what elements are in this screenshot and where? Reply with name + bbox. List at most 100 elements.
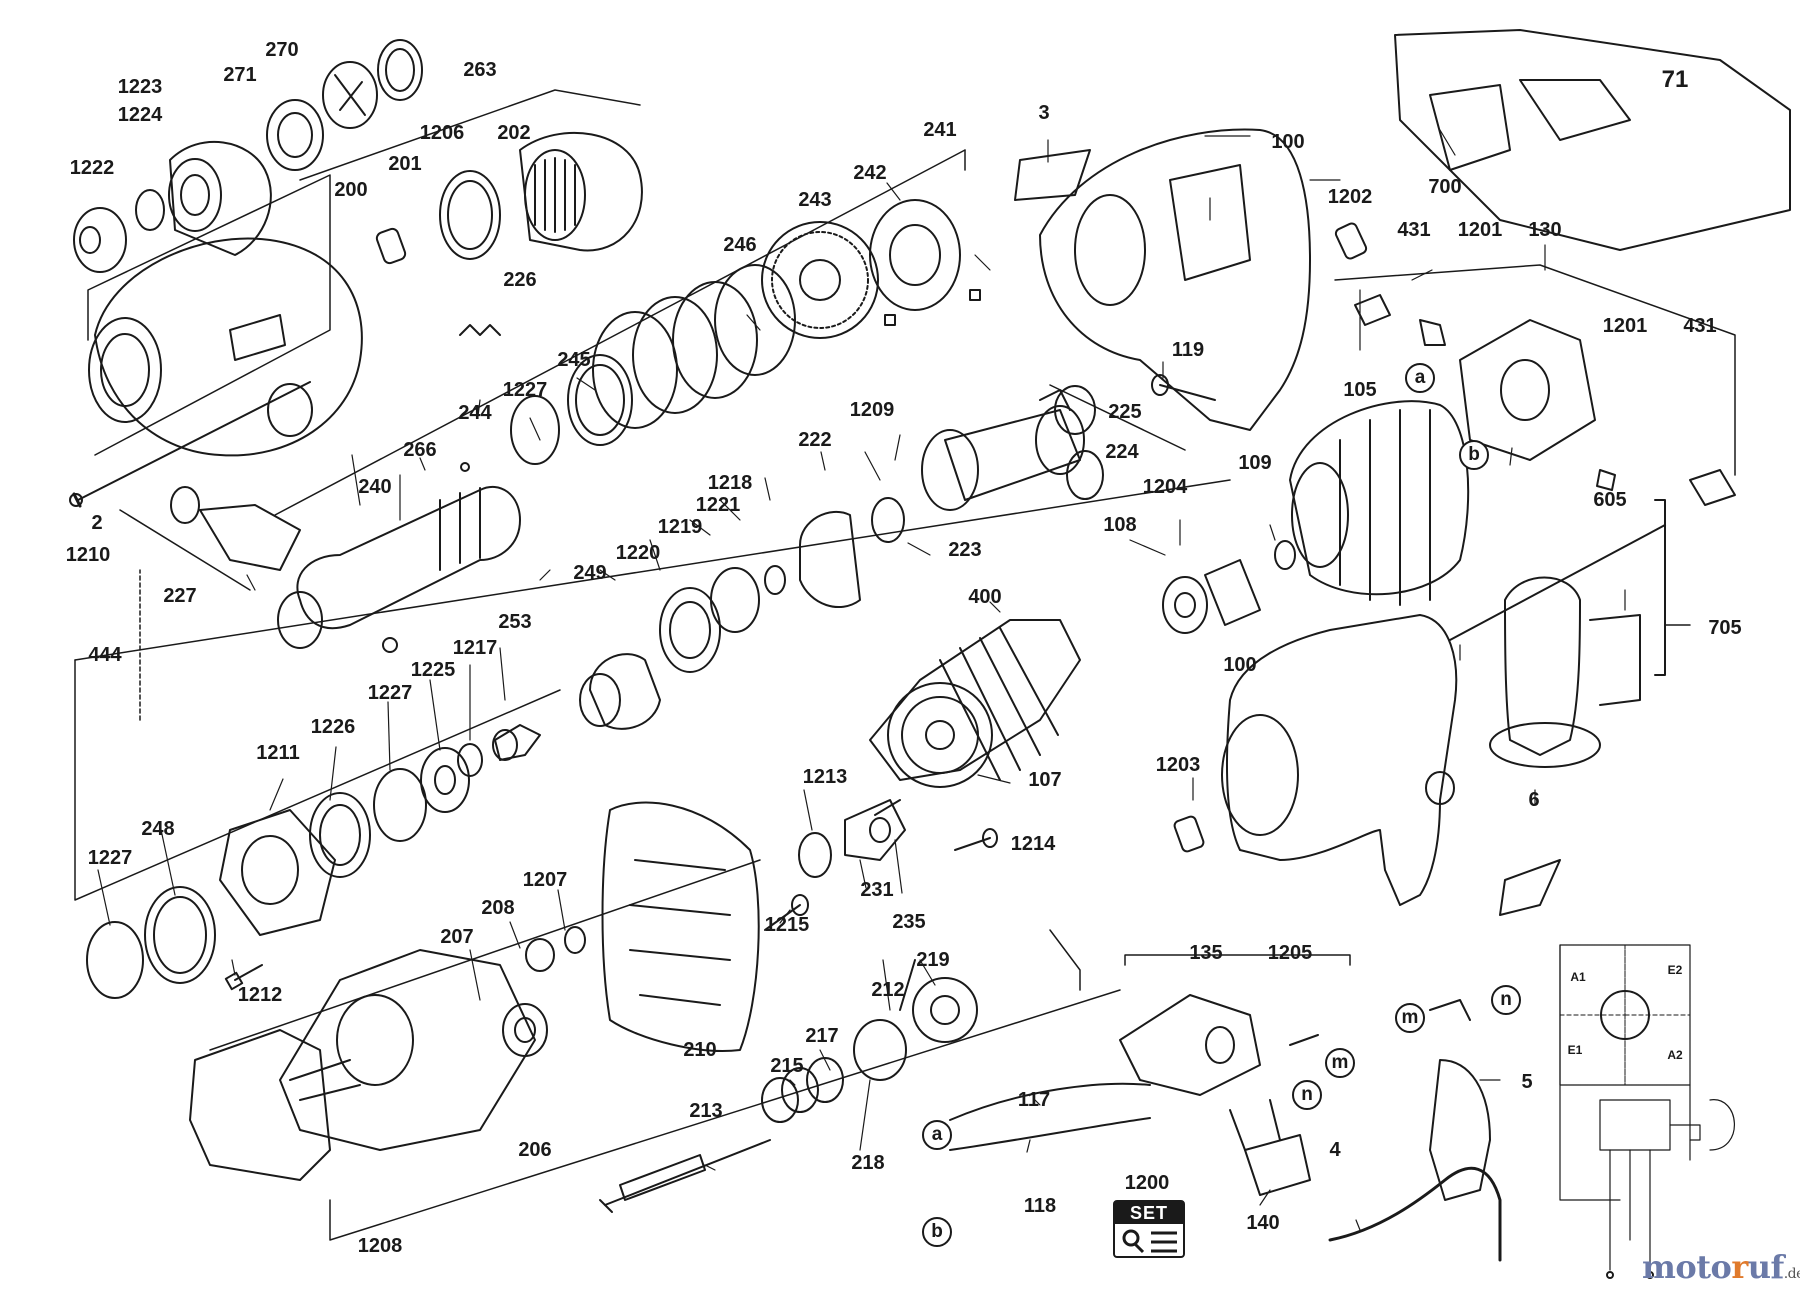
- part-label-1222: 1222: [69, 157, 115, 179]
- part-label-208: 208: [481, 897, 515, 919]
- part-label-270: 270: [265, 39, 299, 61]
- part-label-242: 242: [853, 162, 887, 184]
- part-label-240: 240: [358, 476, 392, 498]
- part-label-1219: 1219: [657, 516, 703, 538]
- part-label-71: 71: [1661, 66, 1689, 93]
- leader-lines: [97, 129, 1626, 1231]
- part-label-1218: 1218: [707, 472, 753, 494]
- switch-cord-group: [949, 944, 1735, 1279]
- part-label-1214: 1214: [1010, 833, 1056, 855]
- part-label-245: 245: [557, 349, 591, 371]
- part-label-1211: 1211: [256, 742, 300, 764]
- part-label-700: 700: [1428, 176, 1462, 198]
- part-label-400: 400: [968, 586, 1002, 608]
- part-label-1209: 1209: [849, 399, 895, 421]
- set-badge: SET: [1113, 1200, 1185, 1258]
- wire-marker-n-switch: n: [1292, 1080, 1322, 1110]
- part-label-130: 130: [1528, 219, 1562, 241]
- part-label-253: 253: [498, 611, 532, 633]
- part-label-217: 217: [805, 1025, 839, 1047]
- part-label-271: 271: [223, 64, 257, 86]
- part-label-213: 213: [689, 1100, 723, 1122]
- motor-housing-group: [189, 799, 1121, 1241]
- part-label-1201b: 1201: [1602, 315, 1648, 337]
- part-label-225: 225: [1108, 401, 1142, 423]
- part-label-249: 249: [573, 562, 607, 584]
- part-label-119: 119: [1171, 339, 1205, 361]
- part-label-1210: 1210: [65, 544, 111, 566]
- part-label-1201a: 1201: [1457, 219, 1503, 241]
- part-label-227: 227: [163, 585, 197, 607]
- part-label-206: 206: [518, 1139, 552, 1161]
- part-label-109: 109: [1238, 452, 1272, 474]
- part-label-5: 5: [1521, 1071, 1533, 1093]
- part-label-222: 222: [798, 429, 832, 451]
- part-label-1212: 1212: [237, 984, 283, 1006]
- part-label-1226: 1226: [310, 716, 356, 738]
- part-label-1217: 1217: [452, 637, 498, 659]
- part-label-2: 2: [91, 512, 103, 534]
- part-label-1200: 1200: [1124, 1172, 1170, 1194]
- armature-group: [599, 540, 1296, 1213]
- part-label-1225: 1225: [410, 659, 456, 681]
- part-label-244: 244: [458, 402, 492, 424]
- wire-marker-n-cord: n: [1491, 985, 1521, 1015]
- part-label-215: 215: [770, 1055, 804, 1077]
- part-label-1208: 1208: [357, 1235, 403, 1257]
- tools-icon: [1122, 1229, 1177, 1254]
- part-label-444: 444: [88, 644, 122, 666]
- part-label-1202: 1202: [1327, 186, 1373, 208]
- motoruf-watermark: motoruf.de: [1642, 1248, 1800, 1286]
- wire-marker-m-switch: m: [1325, 1048, 1355, 1078]
- part-label-6: 6: [1528, 789, 1540, 811]
- part-label-108: 108: [1103, 514, 1137, 536]
- part-label-223: 223: [948, 539, 982, 561]
- part-label-231: 231: [860, 879, 894, 901]
- part-label-266: 266: [403, 439, 437, 461]
- part-label-140: 140: [1246, 1212, 1280, 1234]
- part-label-1213: 1213: [802, 766, 848, 788]
- part-label-201: 201: [388, 153, 422, 175]
- part-label-200: 200: [334, 179, 368, 201]
- wire-marker-a-bottom: a: [922, 1120, 952, 1150]
- part-label-212: 212: [871, 979, 905, 1001]
- part-label-1223: 1223: [117, 76, 163, 98]
- part-label-243: 243: [798, 189, 832, 211]
- schematic-label-a1: A1: [1570, 970, 1586, 984]
- wire-marker-b-bottom: b: [922, 1217, 952, 1247]
- part-label-1220: 1220: [615, 542, 661, 564]
- wire-marker-a-top: a: [1405, 363, 1435, 393]
- part-label-235: 235: [892, 911, 926, 933]
- part-label-219: 219: [916, 949, 950, 971]
- part-label-207: 207: [440, 926, 474, 948]
- part-label-4: 4: [1329, 1139, 1341, 1161]
- set-badge-text: SET: [1115, 1202, 1183, 1224]
- part-label-117: 117: [1017, 1089, 1051, 1111]
- part-label-3: 3: [1038, 102, 1050, 124]
- part-label-1203: 1203: [1155, 754, 1201, 776]
- part-label-218: 218: [851, 1152, 885, 1174]
- part-label-1207: 1207: [522, 869, 568, 891]
- intermediate-shaft-group: [86, 149, 1186, 999]
- part-label-226: 226: [503, 269, 537, 291]
- part-label-118: 118: [1023, 1195, 1057, 1217]
- part-label-210: 210: [683, 1039, 717, 1061]
- part-label-1227a: 1227: [502, 379, 548, 401]
- part-label-263: 263: [463, 59, 497, 81]
- wire-marker-m-cord: m: [1395, 1003, 1425, 1033]
- part-label-1224: 1224: [117, 104, 163, 126]
- part-label-1227b: 1227: [367, 682, 413, 704]
- part-label-1206: 1206: [419, 122, 465, 144]
- part-label-1227c: 1227: [87, 847, 133, 869]
- part-label-100a: 100: [1271, 131, 1305, 153]
- part-label-224: 224: [1105, 441, 1139, 463]
- part-label-605: 605: [1593, 489, 1627, 511]
- wire-marker-b-top: b: [1459, 440, 1489, 470]
- part-label-1221: 1221: [695, 494, 741, 516]
- part-label-107: 107: [1028, 769, 1062, 791]
- part-label-100b: 100: [1223, 654, 1257, 676]
- part-label-241: 241: [923, 119, 957, 141]
- handle-housing-group: [1014, 29, 1791, 916]
